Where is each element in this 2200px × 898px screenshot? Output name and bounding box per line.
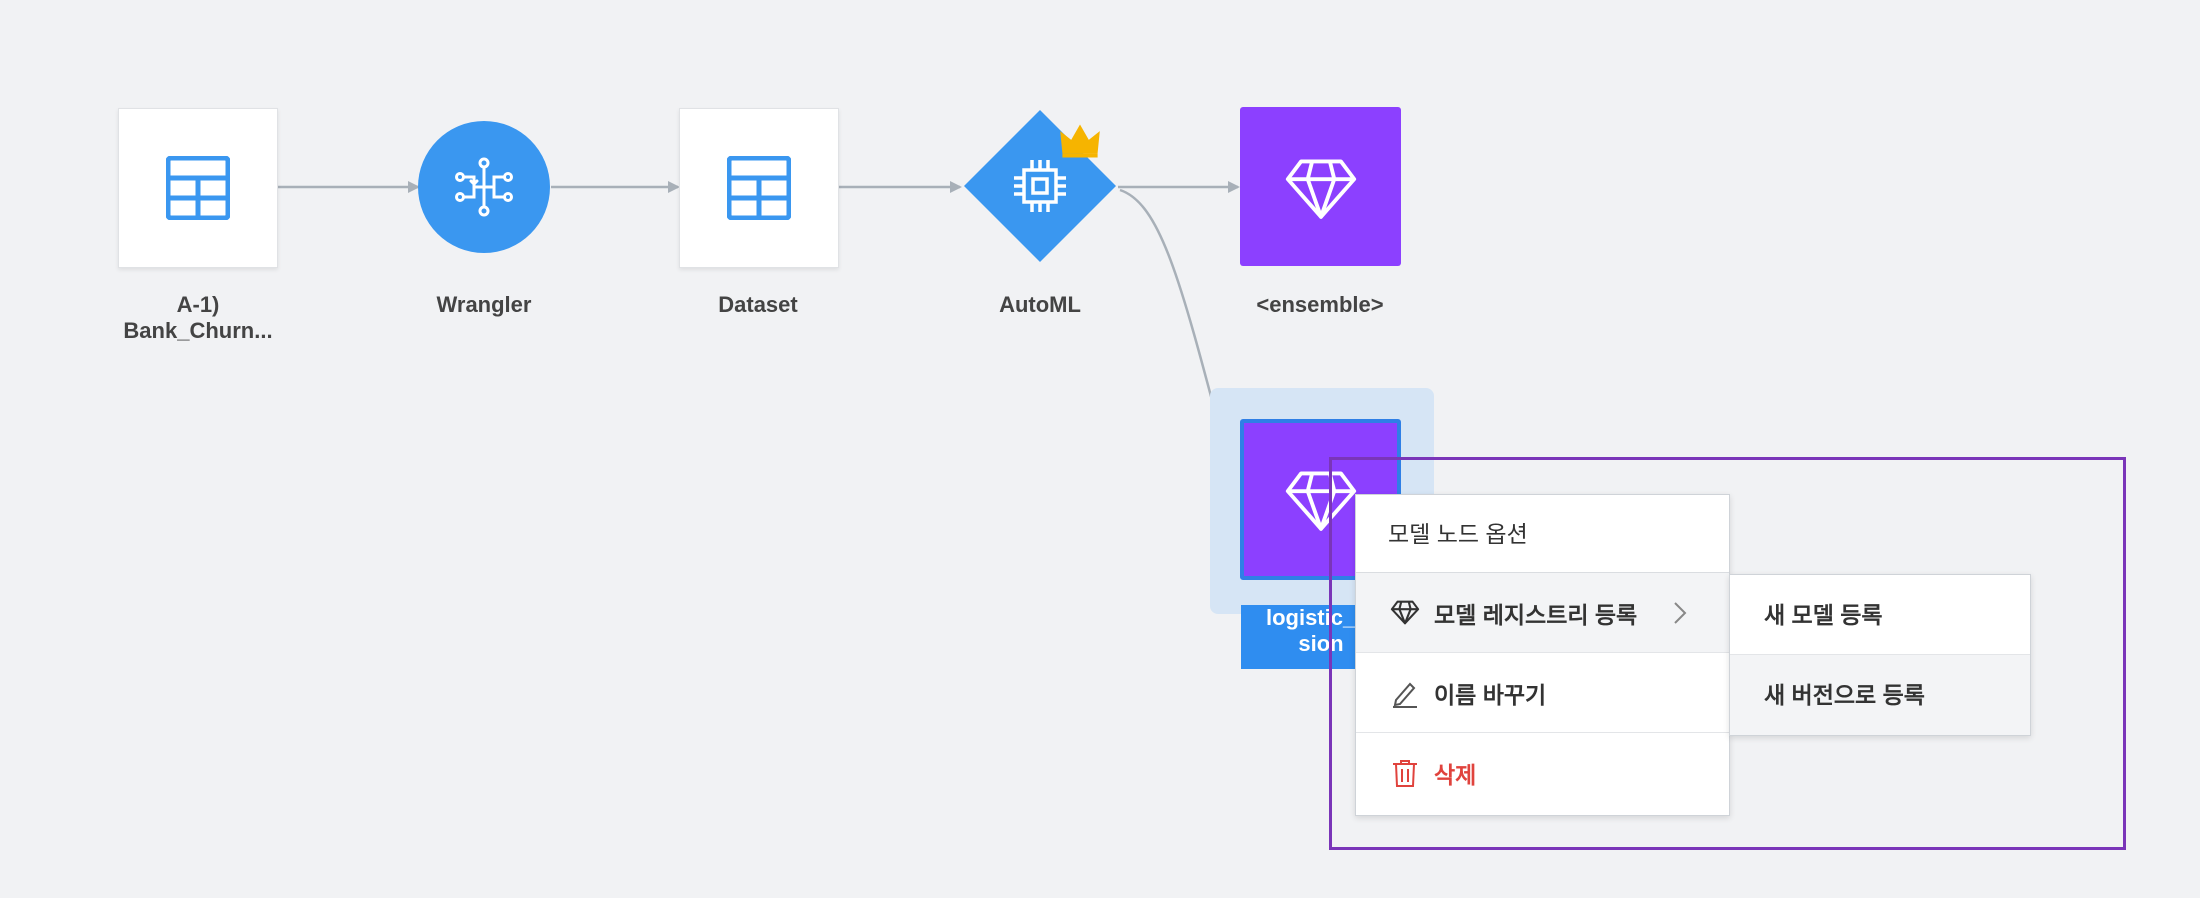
source-label-line2: Bank_Churn...	[123, 318, 273, 343]
ensemble-label: <ensemble>	[1256, 292, 1384, 317]
pencil-icon	[1390, 678, 1420, 708]
menu-title: 모델 노드 옵션	[1356, 495, 1729, 573]
chevron-right-icon	[1674, 602, 1687, 624]
dataset-label: Dataset	[718, 292, 798, 317]
gem-icon	[1390, 598, 1420, 628]
menu-item-register-model[interactable]: 모델 레지스트리 등록	[1356, 573, 1729, 653]
source-table-label: A-1) Bank_Churn...	[98, 292, 298, 344]
logistic-label-line2: sion	[1298, 631, 1344, 656]
chip-icon	[1014, 160, 1066, 212]
focus-highlight-box	[1329, 457, 2126, 850]
submenu-item-new-model[interactable]: 새 모델 등록	[1730, 575, 2030, 655]
table-icon	[166, 156, 230, 220]
dataset-node[interactable]	[679, 108, 839, 268]
source-label-line1: A-1)	[176, 292, 220, 317]
menu-item-label: 모델 레지스트리 등록	[1434, 601, 1638, 628]
wrangler-icon	[455, 157, 513, 217]
automl-label: AutoML	[999, 292, 1081, 317]
trash-icon	[1390, 758, 1420, 788]
gem-icon	[1285, 159, 1357, 219]
menu-item-rename[interactable]: 이름 바꾸기	[1356, 653, 1729, 733]
wrangler-node[interactable]	[418, 121, 550, 253]
menu-item-delete[interactable]: 삭제	[1356, 733, 1729, 813]
ensemble-model-node[interactable]	[1240, 107, 1401, 266]
submenu-item-new-version[interactable]: 새 버전으로 등록	[1730, 655, 2030, 735]
menu-item-label: 이름 바꾸기	[1434, 681, 1547, 708]
model-node-context-menu: 모델 노드 옵션 모델 레지스트리 등록 이름 바꾸기	[1355, 494, 1730, 816]
crown-icon	[1060, 124, 1100, 158]
register-submenu: 새 모델 등록 새 버전으로 등록	[1729, 574, 2031, 736]
wrangler-label: Wrangler	[436, 292, 532, 317]
gem-icon	[1285, 471, 1357, 531]
menu-item-label: 삭제	[1434, 762, 1477, 788]
automl-node[interactable]	[962, 108, 1118, 264]
table-icon	[727, 156, 791, 220]
source-table-node[interactable]	[118, 108, 278, 268]
